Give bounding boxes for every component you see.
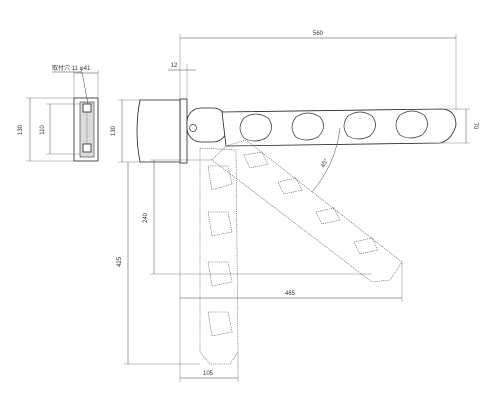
dim-arm-height-label: 70 <box>472 123 478 130</box>
dim-base-height-label: 130 <box>111 125 117 136</box>
main-view: 560 12 130 70 45° 240 425 465 <box>111 31 478 382</box>
dim-reach-45-label: 465 <box>285 291 296 297</box>
diagonal-arm <box>211 139 403 283</box>
dim-angle-label: 45° <box>320 158 330 169</box>
dim-width-label: 41 <box>84 66 91 72</box>
folded-arm-hole <box>207 311 233 337</box>
diagonal-arm-hole <box>353 237 379 255</box>
diagonal-arm-hole <box>315 207 341 225</box>
base-plate <box>179 98 188 164</box>
hole-note-arrow <box>81 71 89 105</box>
diagonal-arm-body <box>211 139 403 283</box>
hole-note-label: 取付穴 11 φ <box>52 64 84 72</box>
folded-arm <box>199 147 239 365</box>
folded-arm-hole <box>207 261 233 287</box>
section-view: 41 取付穴 11 φ 130 110 <box>18 64 99 162</box>
horizontal-arm-hole <box>343 111 376 140</box>
folded-arm-hole <box>207 165 233 191</box>
bracket-section-inner <box>79 101 95 158</box>
bracket-section-slot-bottom <box>82 143 92 153</box>
base-body <box>136 99 181 163</box>
horizontal-arm-hole <box>239 113 272 142</box>
dim-folded-length-label: 425 <box>117 256 123 267</box>
diagonal-arm-hole <box>243 151 269 169</box>
dim-outer-height-label: 130 <box>18 124 24 135</box>
folded-arm-hole <box>207 211 233 237</box>
dim-folded-width-label: 105 <box>203 371 214 377</box>
horizontal-arm-hole <box>291 112 324 141</box>
dim-arm-length-label: 560 <box>313 31 324 37</box>
dim-hole-pitch-label: 110 <box>40 125 46 135</box>
folded-arm-body <box>199 147 239 365</box>
horizontal-arm <box>221 108 457 147</box>
horizontal-arm-hole <box>395 110 428 139</box>
bracket-section-slot-top <box>82 103 92 113</box>
hinge-pin <box>189 124 197 132</box>
dim-mid-drop-label: 240 <box>143 212 149 223</box>
dim-base-thickness-label: 12 <box>171 63 178 69</box>
angle-arc <box>311 127 341 193</box>
diagonal-arm-hole <box>277 177 303 195</box>
